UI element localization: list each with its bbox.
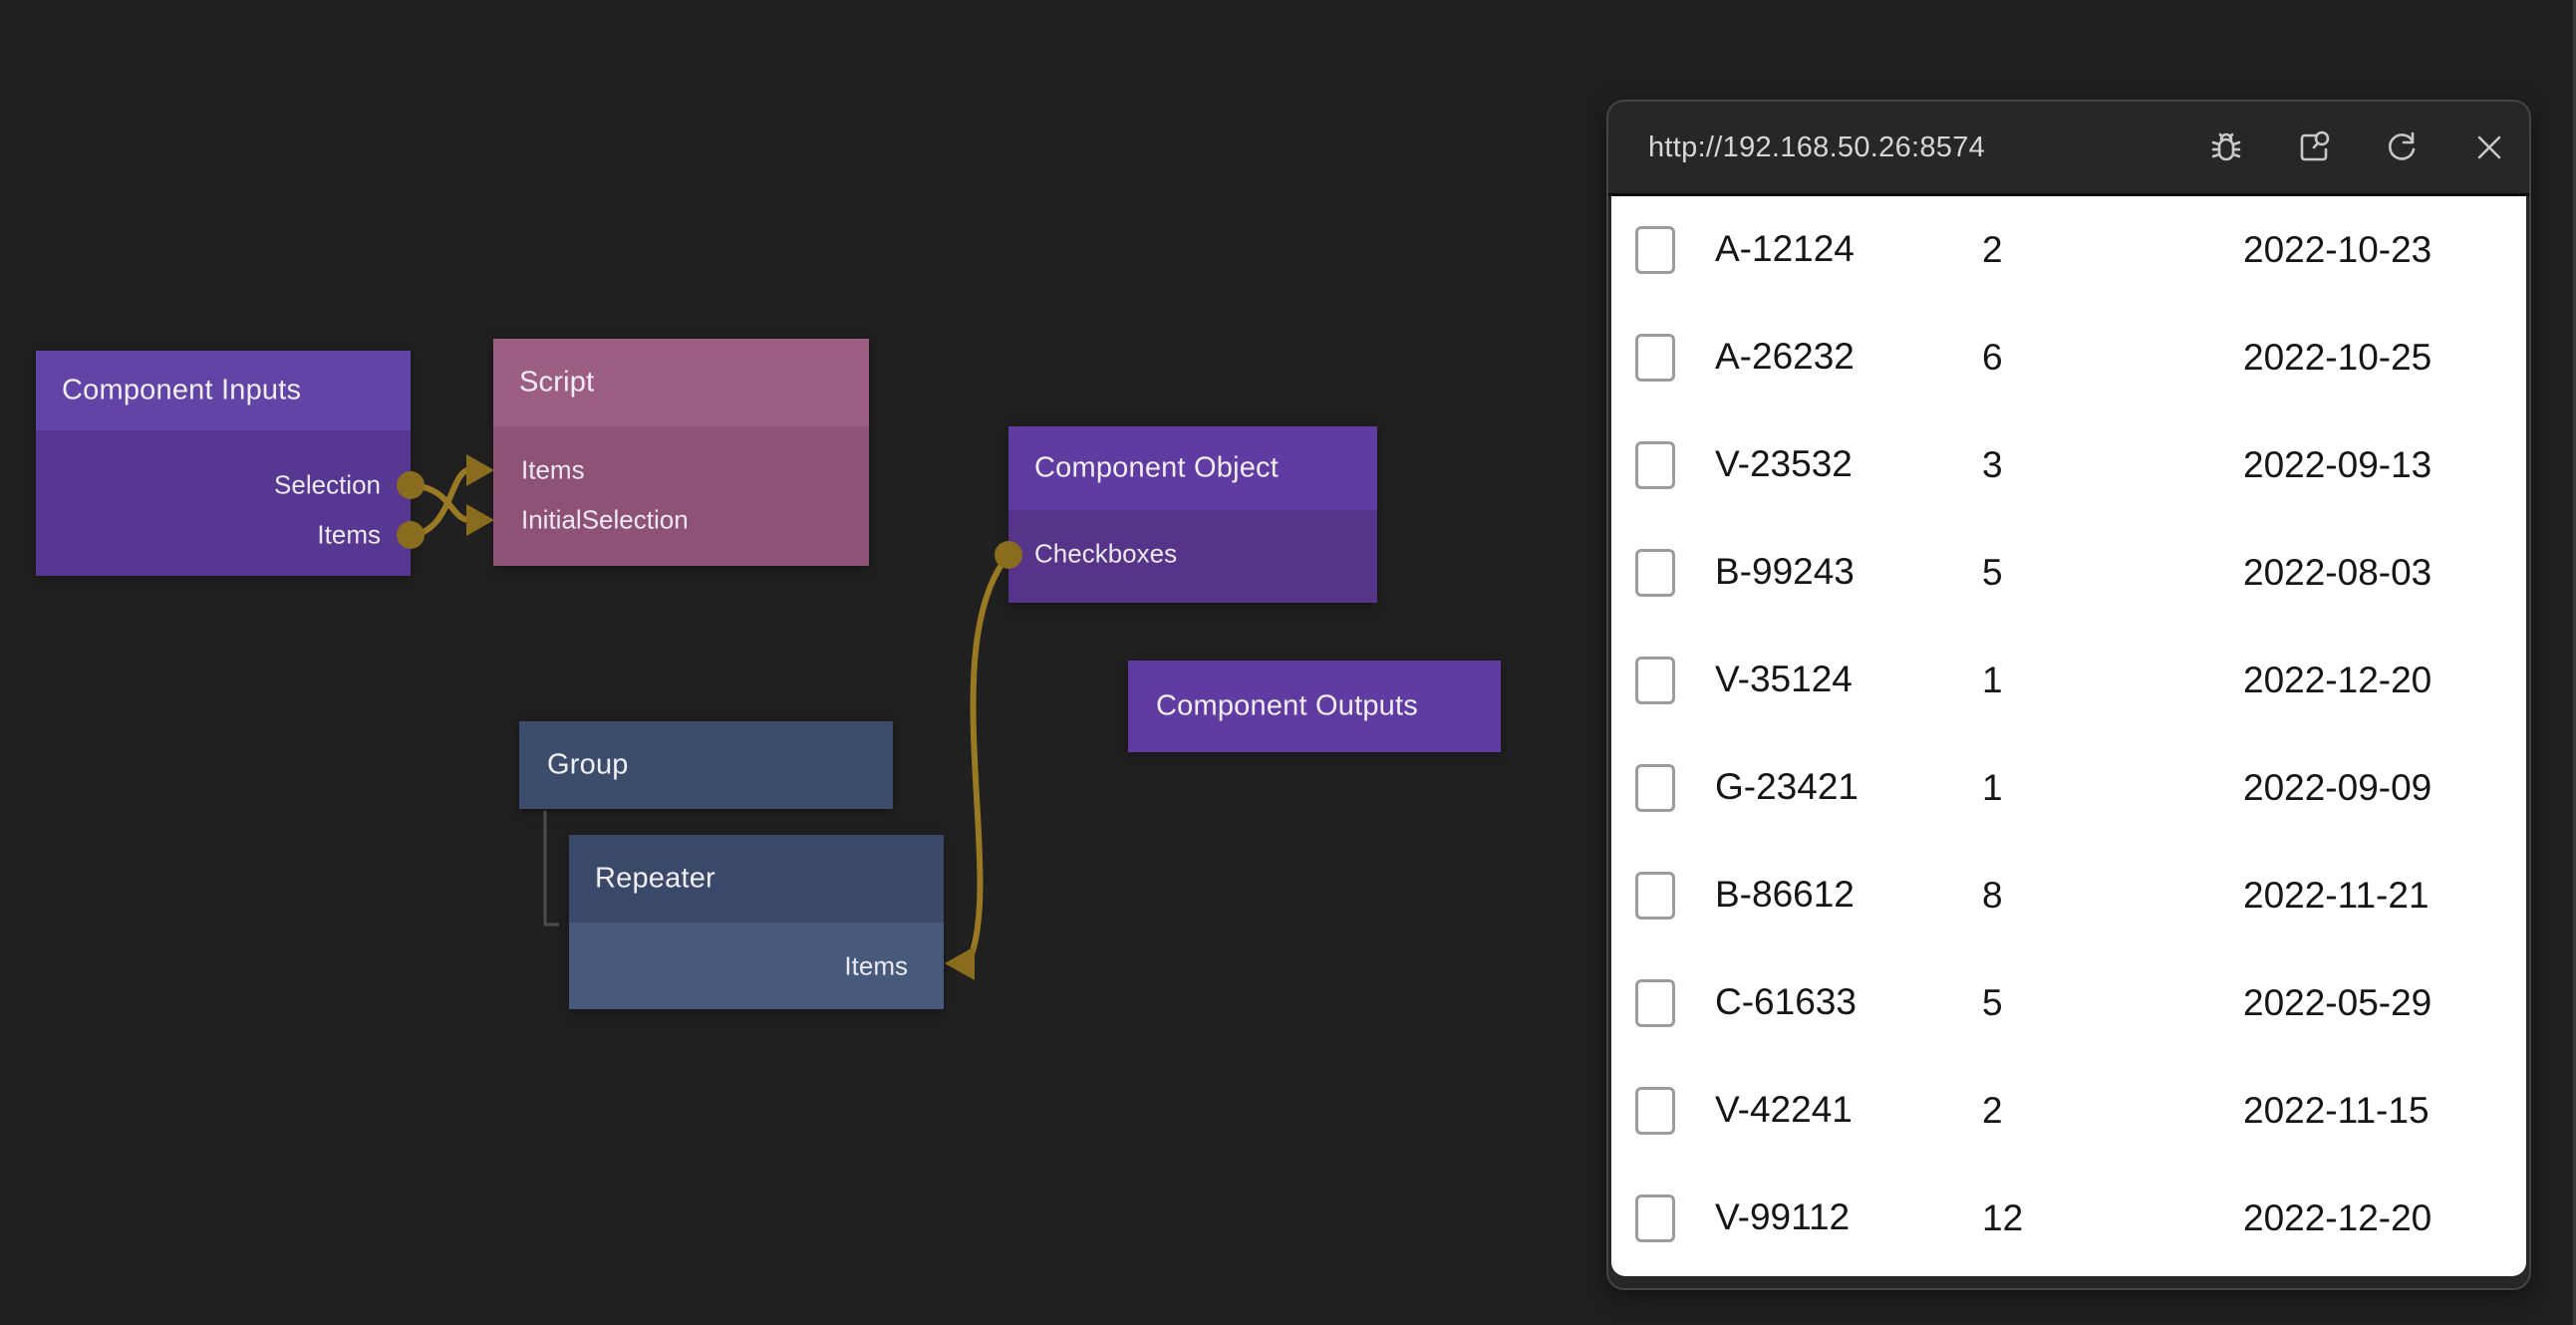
node-repeater-body: Items bbox=[569, 923, 944, 1009]
row-date-cell: 2022-11-21 bbox=[2243, 875, 2430, 916]
row-qty-cell: 2 bbox=[1982, 1090, 2003, 1131]
row-date-cell: 2022-05-29 bbox=[2243, 982, 2433, 1023]
table-row: V-23532 3 2022-09-13 bbox=[1611, 411, 2526, 519]
inspect-icon[interactable] bbox=[2292, 126, 2336, 169]
node-repeater-header: Repeater bbox=[569, 835, 944, 923]
wire-items-to-items[interactable] bbox=[410, 467, 470, 538]
table-row: G-23421 1 2022-09-09 bbox=[1611, 734, 2526, 842]
row-date-cell: 2022-10-23 bbox=[2243, 229, 2433, 270]
row-date-cell: 2022-11-15 bbox=[2243, 1090, 2430, 1131]
node-component-object[interactable]: Component Object Checkboxes bbox=[1008, 426, 1377, 603]
node-component-object-header: Component Object bbox=[1008, 426, 1377, 510]
row-checkbox[interactable] bbox=[1635, 1194, 1675, 1242]
wire-selection-to-initialselection[interactable] bbox=[410, 482, 469, 523]
table-row: V-42241 2 2022-11-15 bbox=[1611, 1057, 2526, 1165]
node-script[interactable]: Script Items InitialSelection bbox=[493, 339, 869, 566]
row-qty-cell: 5 bbox=[1982, 552, 2003, 593]
input-port-items-label: Items bbox=[521, 454, 585, 485]
arrowhead-repeater-items bbox=[945, 946, 975, 980]
node-component-inputs[interactable]: Component Inputs Selection Items bbox=[36, 351, 411, 576]
row-qty-cell: 1 bbox=[1982, 767, 2003, 808]
group-tree-connector bbox=[543, 811, 559, 927]
wire-checkboxes-to-repeater-items[interactable] bbox=[969, 553, 1011, 955]
browser-toolbar: http://192.168.50.26:8574 bbox=[1608, 102, 2529, 196]
items-table: A-12124 2 2022-10-23 A-26232 6 2022-10-2… bbox=[1611, 196, 2526, 1272]
row-id-cell: G-23421 bbox=[1715, 766, 1859, 807]
row-qty-cell: 6 bbox=[1982, 337, 2003, 378]
row-qty-cell: 8 bbox=[1982, 875, 2003, 916]
toolbar-icon-group bbox=[2204, 126, 2511, 169]
row-date-cell: 2022-10-25 bbox=[2243, 337, 2433, 378]
row-checkbox[interactable] bbox=[1635, 657, 1675, 704]
row-id-cell: B-86612 bbox=[1715, 874, 1855, 915]
debug-icon[interactable] bbox=[2204, 126, 2248, 169]
input-port-initialselection-label: InitialSelection bbox=[521, 504, 689, 535]
row-date-cell: 2022-09-09 bbox=[2243, 767, 2433, 808]
row-id-cell: V-23532 bbox=[1715, 443, 1853, 484]
row-id-cell: V-99112 bbox=[1715, 1196, 1851, 1237]
table-row: A-12124 2 2022-10-23 bbox=[1611, 196, 2526, 304]
arrowhead-script-initialselection bbox=[466, 504, 494, 536]
node-component-inputs-header: Component Inputs bbox=[36, 351, 411, 430]
node-title: Script bbox=[519, 366, 595, 398]
node-title: Component Object bbox=[1034, 451, 1279, 484]
row-checkbox[interactable] bbox=[1635, 979, 1675, 1027]
table-row: V-99112 12 2022-12-20 bbox=[1611, 1165, 2526, 1272]
table-row: V-35124 1 2022-12-20 bbox=[1611, 627, 2526, 734]
node-repeater[interactable]: Repeater Items bbox=[569, 835, 944, 1009]
table-row: B-86612 8 2022-11-21 bbox=[1611, 842, 2526, 949]
table-row: A-26232 6 2022-10-25 bbox=[1611, 304, 2526, 411]
row-id-cell: C-61633 bbox=[1715, 981, 1857, 1022]
browser-page-content: A-12124 2 2022-10-23 A-26232 6 2022-10-2… bbox=[1611, 196, 2526, 1276]
node-script-header: Script bbox=[493, 339, 869, 426]
row-date-cell: 2022-09-13 bbox=[2243, 444, 2433, 485]
arrowhead-script-items bbox=[466, 454, 494, 486]
output-port-selection-label: Selection bbox=[274, 469, 381, 500]
table-row: B-99243 5 2022-08-03 bbox=[1611, 519, 2526, 627]
node-title: Group bbox=[547, 748, 629, 781]
row-id-cell: A-26232 bbox=[1715, 336, 1855, 377]
row-qty-cell: 5 bbox=[1982, 982, 2003, 1023]
table-row: C-61633 5 2022-05-29 bbox=[1611, 949, 2526, 1057]
row-date-cell: 2022-08-03 bbox=[2243, 552, 2433, 593]
row-checkbox[interactable] bbox=[1635, 872, 1675, 920]
refresh-icon[interactable] bbox=[2380, 126, 2424, 169]
row-qty-cell: 2 bbox=[1982, 229, 2003, 270]
port-checkboxes-label: Checkboxes bbox=[1034, 538, 1178, 569]
row-id-cell: B-99243 bbox=[1715, 551, 1855, 592]
row-checkbox[interactable] bbox=[1635, 441, 1675, 489]
row-id-cell: V-35124 bbox=[1715, 659, 1853, 699]
window-edge-highlight bbox=[2573, 0, 2576, 1325]
node-title: Component Outputs bbox=[1156, 689, 1418, 722]
row-date-cell: 2022-12-20 bbox=[2243, 1197, 2433, 1238]
row-qty-cell: 3 bbox=[1982, 444, 2003, 485]
row-checkbox[interactable] bbox=[1635, 1087, 1675, 1135]
node-script-body: Items InitialSelection bbox=[493, 426, 869, 566]
node-component-outputs[interactable]: Component Outputs bbox=[1128, 661, 1501, 752]
row-checkbox[interactable] bbox=[1635, 549, 1675, 597]
row-id-cell: V-42241 bbox=[1715, 1089, 1853, 1130]
node-component-object-body: Checkboxes bbox=[1008, 510, 1377, 603]
row-qty-cell: 1 bbox=[1982, 660, 2003, 700]
row-date-cell: 2022-12-20 bbox=[2243, 660, 2433, 700]
close-icon[interactable] bbox=[2467, 126, 2511, 169]
node-group[interactable]: Group bbox=[519, 721, 893, 809]
node-title: Repeater bbox=[595, 862, 716, 895]
row-id-cell: A-12124 bbox=[1715, 228, 1855, 269]
browser-preview-window: http://192.168.50.26:8574 bbox=[1606, 100, 2531, 1290]
row-checkbox[interactable] bbox=[1635, 764, 1675, 812]
row-checkbox[interactable] bbox=[1635, 226, 1675, 274]
node-component-inputs-body: Selection Items bbox=[36, 430, 411, 576]
output-port-items-label: Items bbox=[317, 519, 381, 550]
port-items-label: Items bbox=[844, 950, 908, 981]
row-qty-cell: 12 bbox=[1982, 1197, 2024, 1238]
url-input[interactable]: http://192.168.50.26:8574 bbox=[1648, 131, 1986, 163]
node-title: Component Inputs bbox=[62, 374, 302, 406]
row-checkbox[interactable] bbox=[1635, 334, 1675, 382]
